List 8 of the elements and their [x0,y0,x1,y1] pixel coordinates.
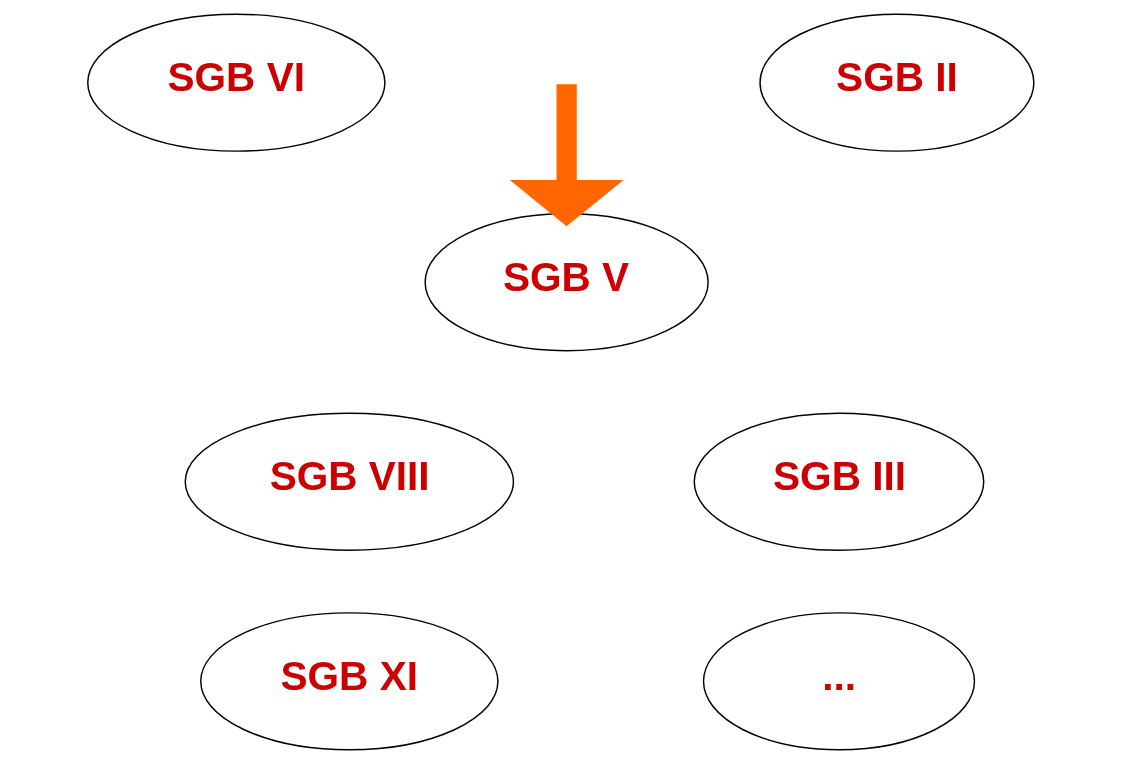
node-ellipse: SGB VI [87,13,386,152]
arrow [509,84,624,227]
node-ellipse: ... [702,612,976,751]
node-ellipse: SGB II [759,13,1035,152]
node-ellipse: SGB XI [200,612,499,751]
node-ellipse: SGB III [693,412,985,551]
node-ellipse: SGB VIII [184,412,515,551]
node-ellipse: SGB V [424,213,709,352]
